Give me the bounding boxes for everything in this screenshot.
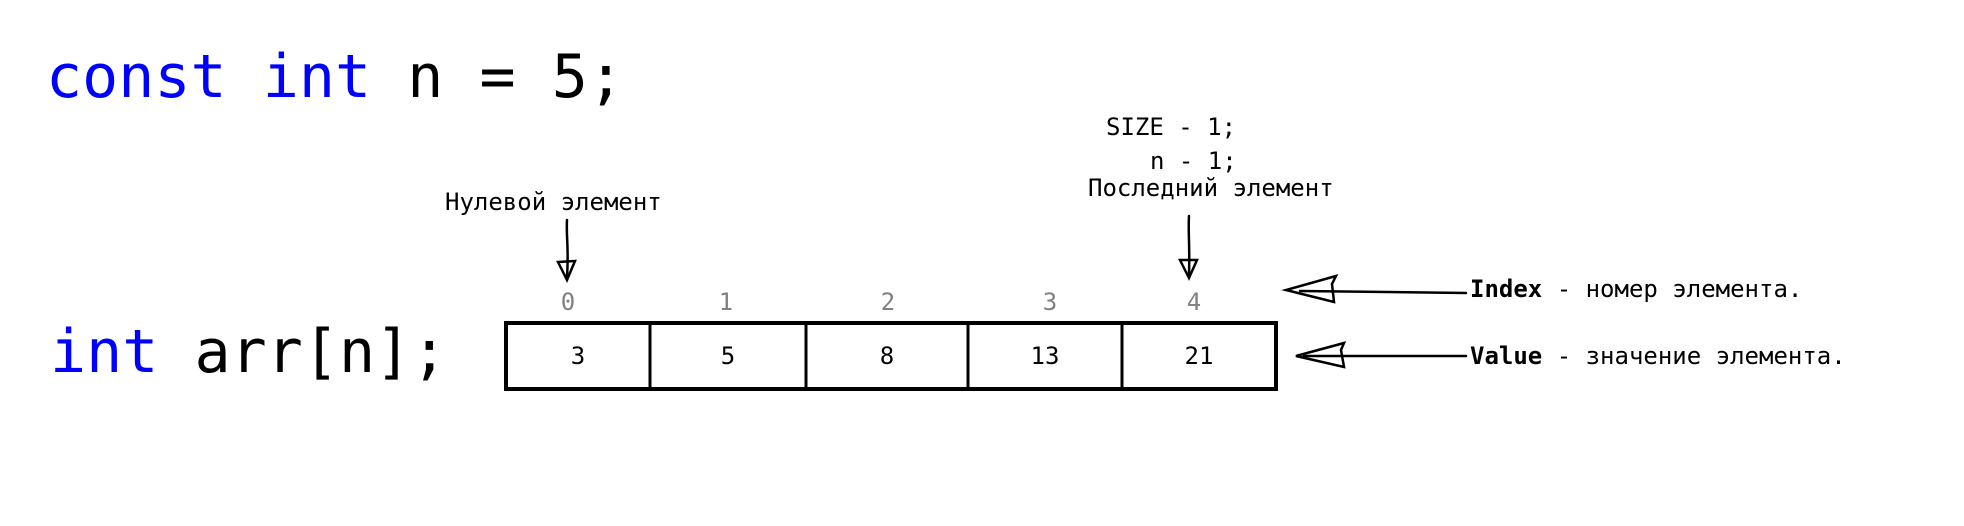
declaration-rest: n = 5; [407, 42, 624, 112]
n-minus-one-note: n - 1; [1150, 147, 1237, 175]
index-label: 1 [718, 288, 734, 316]
index-label: 4 [1186, 288, 1202, 316]
array-cell: 13 [1030, 342, 1060, 370]
index-label: 0 [560, 288, 576, 316]
int-keyword: int [262, 42, 372, 112]
size-minus-one-note: SIZE - 1; [1106, 113, 1237, 141]
array-cell: 3 [570, 342, 586, 370]
array-cell: 5 [720, 342, 736, 370]
index-label: 3 [1042, 288, 1058, 316]
index-pointer-arrow [1281, 274, 1468, 304]
const-declaration-line: const int n = 5; [46, 47, 624, 107]
value-description: - значение элемента. [1542, 342, 1846, 370]
value-pointer-arrow [1295, 341, 1468, 369]
array-int-keyword: int [50, 317, 159, 387]
const-keyword: const [46, 42, 227, 112]
value-legend: Value - значение элемента. [1470, 342, 1846, 370]
array-box-outline [504, 321, 1278, 391]
array-declaration-rest: arr[n]; [194, 317, 448, 387]
index-description: - номер элемента. [1542, 275, 1803, 303]
last-element-arrow [1177, 214, 1199, 281]
value-term: Value [1470, 342, 1543, 370]
index-legend: Index - номер элемента. [1470, 275, 1802, 303]
array-cell: 21 [1184, 342, 1214, 370]
array-cell: 8 [879, 342, 895, 370]
last-element-label: Последний элемент [1088, 174, 1334, 202]
index-term: Index [1470, 275, 1543, 303]
zero-element-arrow [556, 218, 577, 283]
index-label: 2 [880, 288, 896, 316]
zero-element-label: Нулевой элемент [445, 188, 662, 216]
array-declaration-line: int arr[n]; [50, 322, 447, 382]
